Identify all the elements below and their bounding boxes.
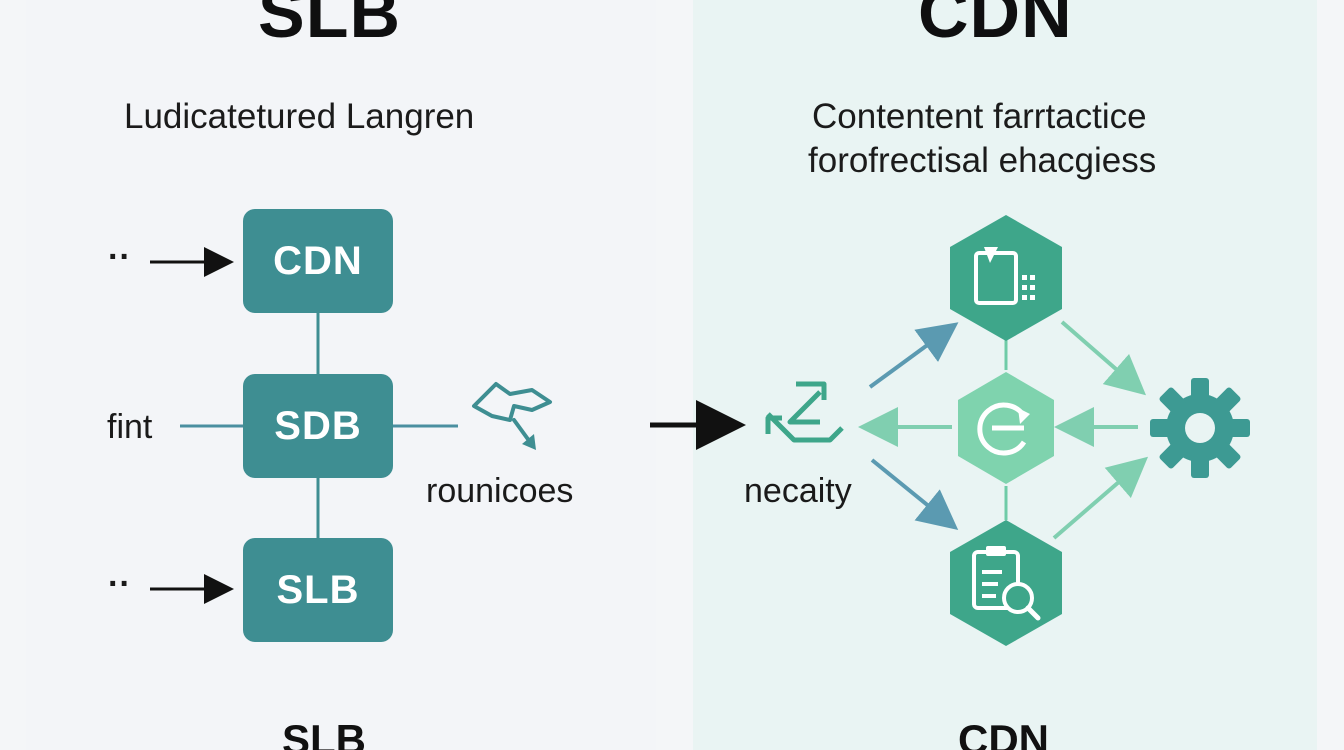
- cdn-subtitle-line1: Contentent farrtactice: [812, 97, 1147, 136]
- gear-icon: [1150, 378, 1250, 478]
- document-edit-icon: [974, 247, 1035, 305]
- arrow-bottom-to-gear: [1052, 456, 1149, 540]
- route-icon: [472, 382, 552, 450]
- hex-bottom: [950, 520, 1062, 646]
- exchange-icon: [765, 381, 844, 443]
- cdn-subtitle-line2: forofrectisal ehacgiess: [808, 141, 1157, 180]
- slb-title: SLB: [258, 0, 401, 52]
- cdn-node: CDN: [243, 209, 393, 313]
- source-label: necaity: [744, 472, 852, 510]
- dots-top: ··: [108, 238, 131, 276]
- fint-label: fint: [107, 408, 153, 446]
- hex-top: [950, 215, 1062, 341]
- clipboard-search-icon: [972, 546, 1041, 621]
- cdn-title: CDN: [918, 0, 1073, 52]
- cdn-footer-label: CDN: [958, 716, 1049, 750]
- slb-node: SLB: [243, 538, 393, 642]
- hex-middle: [958, 372, 1054, 484]
- arrow-source-to-bottom: [870, 458, 959, 531]
- sync-icon: [977, 402, 1030, 456]
- slb-footer-label: SLB: [282, 716, 366, 750]
- slb-subtitle: Ludicatetured Langren: [124, 97, 475, 136]
- route-label: rounicoes: [426, 472, 574, 510]
- sdb-node: SDB: [243, 374, 393, 478]
- arrow-top-to-gear: [1060, 320, 1147, 396]
- dots-bottom: ··: [108, 565, 131, 603]
- arrow-source-to-top: [868, 322, 959, 389]
